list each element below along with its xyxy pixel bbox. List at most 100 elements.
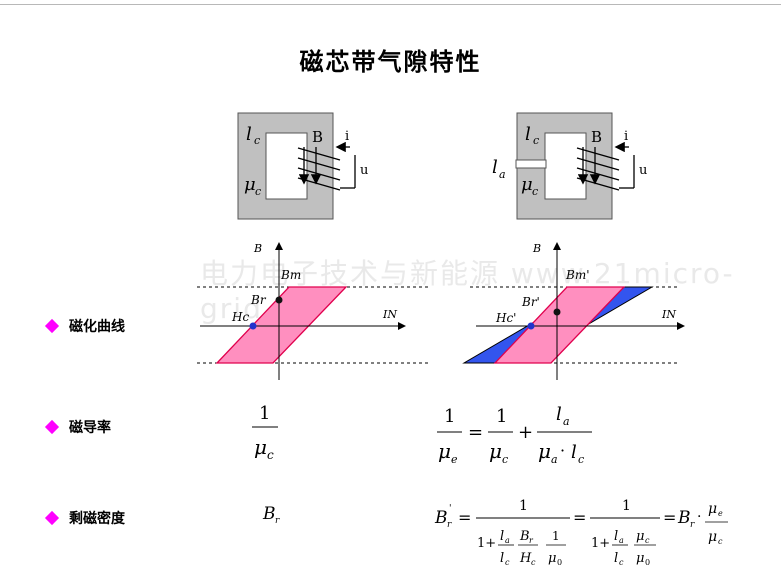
svg-text:a: a (563, 415, 570, 428)
svg-text:c: c (505, 558, 510, 567)
svg-text:B: B (591, 128, 602, 146)
svg-text:+: + (518, 422, 533, 443)
svg-text:·: · (560, 441, 565, 460)
svg-text:=: = (458, 508, 471, 527)
svg-text:B: B (262, 504, 276, 524)
label-la: l (492, 157, 498, 178)
formula-permeability-right: 1 μ e = 1 μ c + l a μ a · l c (437, 404, 592, 466)
bullet-label: 磁导率 (69, 420, 111, 436)
svg-text:r: r (275, 516, 280, 526)
svg-text:B: B (532, 242, 541, 255)
bullet-permeability: 磁导率 (44, 417, 111, 437)
svg-text:IN: IN (661, 308, 676, 321)
svg-text:Hc': Hc' (495, 311, 516, 325)
svg-text:c: c (267, 448, 274, 462)
svg-text:i: i (624, 129, 628, 144)
page-title: 磁芯带气隙特性 (299, 48, 482, 76)
svg-text:μ: μ (636, 551, 644, 566)
svg-text:Bm: Bm (280, 268, 301, 282)
svg-text:H: H (519, 551, 532, 566)
svg-text:c: c (531, 558, 536, 567)
winding-left (297, 141, 356, 191)
svg-text:=: = (573, 508, 586, 527)
svg-text:l: l (500, 551, 504, 566)
bullet-label: 磁化曲线 (69, 319, 125, 335)
label-u: u (360, 163, 368, 178)
hysteresis-loop (215, 286, 348, 364)
svg-text:Br: Br (250, 293, 267, 307)
svg-text:c: c (645, 536, 650, 545)
label-i: i (345, 129, 349, 144)
svg-text:0: 0 (645, 558, 650, 567)
svg-text:u: u (639, 163, 647, 178)
formula-remanence-right: B r ' = 1 1+ l a l c B r H c 1 μ 0 = 1 1… (434, 498, 728, 567)
svg-text:μ: μ (438, 439, 451, 463)
svg-text:a: a (505, 536, 510, 545)
label-B: B (312, 128, 323, 146)
svg-text:r: r (690, 520, 695, 530)
svg-text:B: B (677, 508, 691, 528)
svg-text:μ: μ (538, 439, 551, 463)
svg-text:μ: μ (254, 435, 267, 459)
svg-text:c: c (532, 185, 538, 198)
svg-text:μ: μ (708, 501, 717, 517)
svg-text:e: e (718, 509, 723, 518)
svg-text:=: = (468, 422, 483, 443)
label-muc: μ (244, 174, 256, 195)
svg-text:1: 1 (552, 529, 560, 543)
svg-text:μ: μ (708, 529, 717, 545)
svg-text:1+: 1+ (591, 536, 610, 551)
svg-text:1+: 1+ (477, 536, 496, 551)
svg-text:c: c (718, 537, 723, 546)
svg-text:1: 1 (444, 406, 455, 427)
svg-text:c: c (502, 453, 508, 466)
svg-text:1: 1 (496, 406, 507, 427)
svg-text:e: e (451, 453, 458, 466)
svg-text:c: c (578, 453, 584, 466)
core-left-window (265, 132, 308, 200)
svg-text:l: l (614, 529, 618, 544)
svg-text:0: 0 (557, 558, 562, 567)
svg-text:c: c (254, 134, 260, 147)
bullet-magnetization-curve: 磁化曲线 (44, 316, 125, 336)
svg-text:μ: μ (489, 439, 502, 463)
point-hc (249, 322, 257, 330)
hysteresis-loop (493, 286, 626, 364)
svg-text:c: c (533, 134, 539, 147)
top-divider (0, 4, 781, 5)
svg-text:B: B (253, 242, 262, 255)
svg-text:r: r (529, 536, 534, 545)
svg-text:μ: μ (548, 551, 556, 566)
winding-right (576, 141, 635, 191)
formula-permeability-left: 1 μ c (252, 403, 278, 462)
svg-text:l: l (525, 124, 531, 145)
core-left: l c μ c B i u (237, 112, 368, 220)
svg-text:μ: μ (636, 529, 644, 544)
svg-text:μ: μ (521, 174, 533, 195)
hysteresis-left: B Bm Br Hc IN (197, 242, 430, 380)
svg-text:l: l (556, 404, 562, 425)
svg-text:B: B (434, 508, 448, 528)
svg-text:r: r (447, 520, 452, 530)
point-hc (527, 322, 535, 330)
hysteresis-right: B Bm' Br' Hc' IN (462, 242, 685, 380)
svg-text:': ' (449, 504, 451, 514)
label-lc: l (246, 124, 252, 145)
watermark: 电力电子技术与新能源 www.21micro-grid.cn (200, 257, 735, 325)
svg-text:c: c (619, 558, 624, 567)
svg-text:Hc: Hc (231, 310, 249, 324)
point-br (275, 296, 283, 304)
svg-text:Br': Br' (521, 295, 540, 309)
svg-text:IN: IN (382, 308, 397, 321)
svg-text:Bm': Bm' (565, 268, 590, 282)
air-gap (515, 159, 547, 169)
svg-text:a: a (619, 536, 624, 545)
svg-text:l: l (571, 442, 577, 463)
svg-text:a: a (499, 168, 506, 181)
point-br (553, 308, 561, 316)
bullet-label: 剩磁密度 (69, 511, 125, 527)
svg-text:a: a (551, 453, 558, 466)
bullet-remanence: 剩磁密度 (44, 508, 125, 528)
svg-text:l: l (500, 529, 504, 544)
